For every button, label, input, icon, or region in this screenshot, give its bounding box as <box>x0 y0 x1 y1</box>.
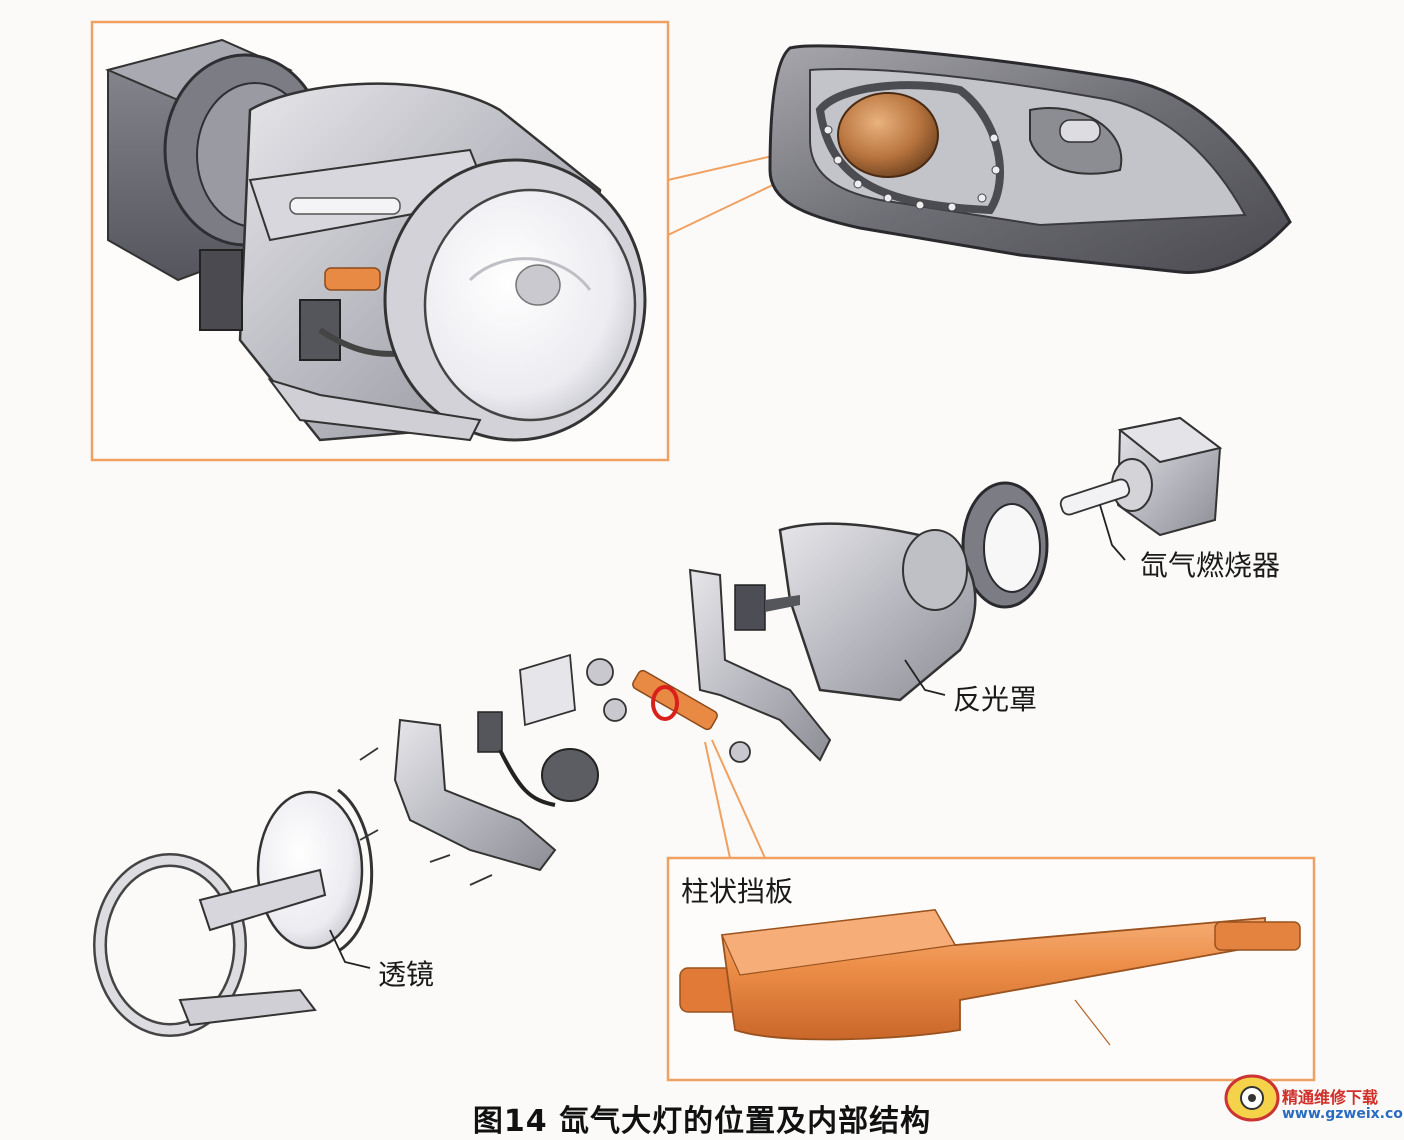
solenoid-part <box>477 711 599 807</box>
holder-part <box>393 718 557 872</box>
leader-reflector <box>904 659 946 696</box>
lens-part <box>93 788 374 1037</box>
xenon-burner-part <box>1059 416 1223 537</box>
plate-part <box>519 653 576 727</box>
retaining-ring-part <box>961 481 1049 609</box>
leader-lens <box>329 929 371 969</box>
label-shutter: 柱状挡板 <box>681 875 794 908</box>
label-reflector: 反光罩 <box>953 683 1038 716</box>
watermark-logo <box>1224 1074 1280 1122</box>
label-xenon-burner: 氙气燃烧器 <box>1140 549 1281 582</box>
shutter-detail-inset <box>666 856 1316 1082</box>
reflector-part <box>734 522 977 702</box>
figure-caption: 图14 氙气大灯的位置及内部结构 <box>472 1104 932 1139</box>
leader-xenon <box>1099 504 1126 561</box>
shutter-bracket-part <box>688 568 832 762</box>
projector-module-inset <box>90 20 670 462</box>
label-lens: 透镜 <box>378 958 435 991</box>
watermark-url: www.gzweix.com <box>1282 1106 1404 1122</box>
watermark-title: 精通维修下载 <box>1282 1088 1379 1107</box>
headlight-assembly <box>768 44 1292 274</box>
headlight-projector <box>837 92 939 178</box>
shutter-exploded <box>632 669 718 731</box>
small-fasteners <box>359 658 751 886</box>
